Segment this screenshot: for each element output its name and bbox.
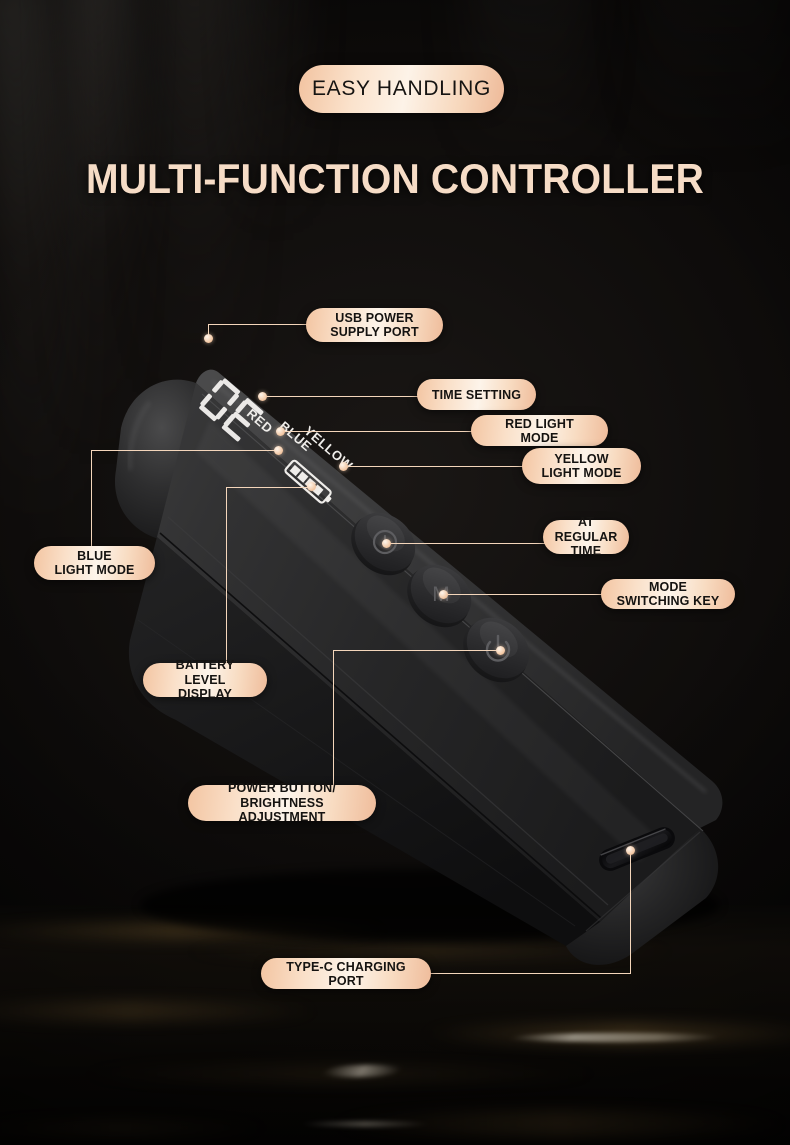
callout-line: BATTERY [175, 658, 235, 673]
leader-line [226, 487, 227, 665]
leader-line [333, 650, 502, 651]
callout-red-light-mode[interactable]: RED LIGHT MODE [471, 415, 608, 446]
badge-label: EASY HANDLING [311, 77, 492, 100]
leader-line [430, 973, 631, 974]
callout-line: LEVEL DISPLAY [177, 672, 233, 702]
callout-line: RED LIGHT MODE [505, 416, 574, 445]
callout-line: USB POWER [335, 310, 414, 325]
callout-line: POWER BUTTON/ [228, 781, 336, 796]
leader-line [266, 396, 418, 397]
callout-dot [276, 427, 285, 436]
callout-line: LIGHT MODE [541, 466, 622, 480]
callout-blue-light-mode[interactable]: BLUE LIGHT MODE [34, 546, 155, 580]
leader-line [284, 431, 473, 432]
callout-mode-switching-key[interactable]: MODE SWITCHING KEY [601, 579, 735, 609]
leader-line [333, 650, 334, 787]
leader-line [91, 450, 279, 451]
callout-type-c-charging-port[interactable]: TYPE-C CHARGING PORT [261, 958, 431, 989]
leader-line [390, 543, 548, 544]
callout-dot [339, 462, 348, 471]
leader-line [91, 450, 92, 548]
leader-line [226, 487, 313, 488]
callout-power-button-brightness[interactable]: POWER BUTTON/ BRIGHTNESS ADJUSTMENT [188, 781, 376, 824]
callout-line: BRIGHTNESS ADJUSTMENT [238, 795, 326, 825]
leader-line [447, 594, 603, 595]
callout-yellow-light-mode[interactable]: YELLOW LIGHT MODE [522, 448, 641, 484]
callout-line: MODE SWITCHING KEY [616, 580, 720, 608]
callout-time-setting[interactable]: TIME SETTING [417, 379, 536, 410]
leader-line [347, 466, 523, 467]
leader-line [208, 324, 209, 338]
callout-usb-power-supply-port[interactable]: USB POWER SUPPLY PORT [306, 308, 443, 342]
callout-line: LIGHT MODE [54, 563, 135, 577]
callout-line: SUPPLY PORT [330, 325, 419, 339]
callout-dot [307, 482, 316, 491]
page-title: MULTI-FUNCTION CONTROLLER [86, 155, 704, 202]
callout-dot [274, 446, 283, 455]
callout-line: TYPE-C CHARGING PORT [286, 959, 406, 988]
callout-line: AT REGULAR [554, 515, 618, 544]
callout-dot [258, 392, 267, 401]
callout-line: BLUE [77, 548, 112, 563]
callout-line: YELLOW [554, 451, 609, 466]
easy-handling-badge: EASY HANDLING [299, 65, 504, 113]
leader-line [208, 324, 308, 325]
callout-battery-level-display[interactable]: BATTERY LEVEL DISPLAY [143, 658, 267, 701]
callout-dot [439, 590, 448, 599]
callout-dot [496, 646, 505, 655]
callout-dot [204, 334, 213, 343]
callout-at-regular-time[interactable]: AT REGULAR TIME [543, 515, 629, 558]
callout-dot [626, 846, 635, 855]
callout-line: TIME [570, 544, 602, 559]
callout-line: TIME SETTING [431, 387, 522, 402]
callout-dot [382, 539, 391, 548]
leader-line [630, 851, 631, 974]
